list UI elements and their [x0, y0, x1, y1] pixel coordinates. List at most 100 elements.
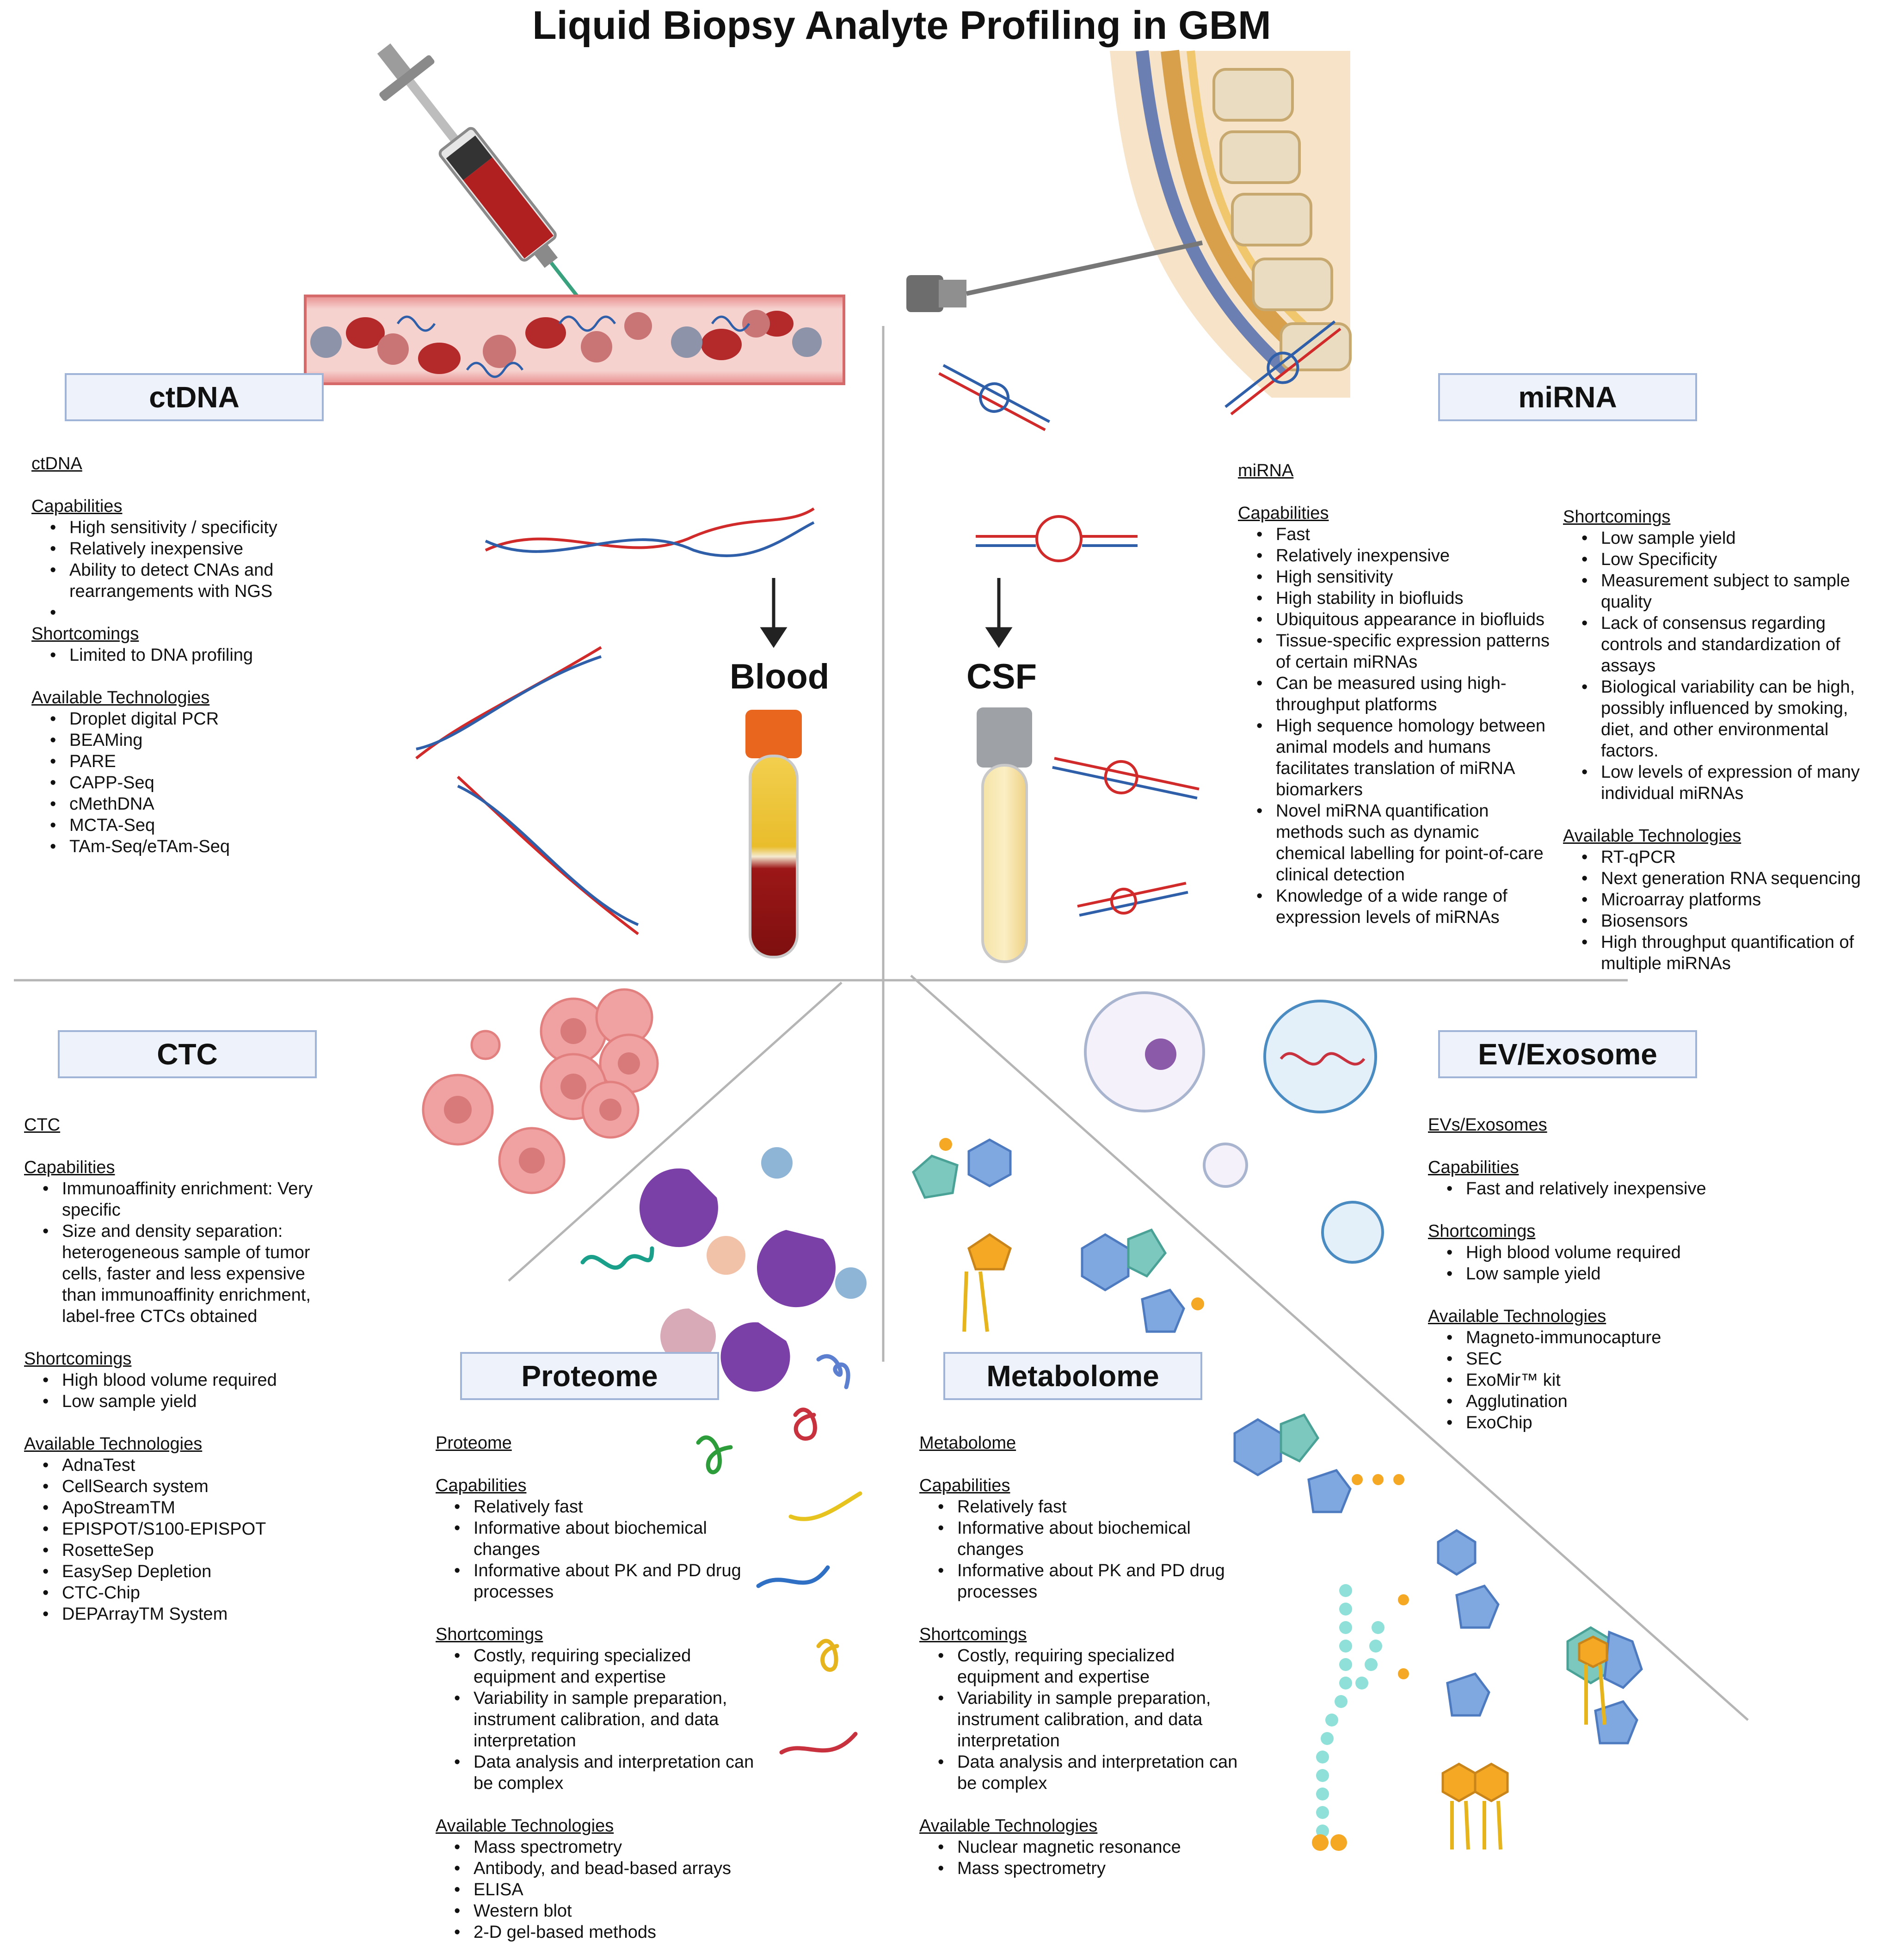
metabolome-panel: Metabolome Capabilities Relatively fast …: [919, 1432, 1243, 1879]
ctc-shortcomings-list: High blood volume required Low sample yi…: [24, 1370, 343, 1412]
list-item: Informative about PK and PD drug process…: [919, 1560, 1243, 1603]
list-item: CAPP-Seq: [31, 772, 309, 793]
list-item: Western blot: [436, 1900, 759, 1922]
proteome-capabilities-list: Relatively fast Informative about bioche…: [436, 1496, 759, 1603]
ctdna-capabilities-list: High sensitivity / specificity Relativel…: [31, 517, 309, 623]
metabolome-shortcomings-list: Costly, requiring specialized equipment …: [919, 1645, 1243, 1794]
ev-heading: EVs/Exosomes: [1428, 1115, 1547, 1135]
list-item: Low sample yield: [1563, 528, 1882, 549]
ev-shortcomings-heading: Shortcomings: [1428, 1222, 1536, 1241]
list-item: High sensitivity: [1238, 566, 1552, 588]
list-item: Costly, requiring specialized equipment …: [436, 1645, 759, 1688]
ctdna-label-box: ctDNA: [65, 373, 324, 421]
proteome-heading: Proteome: [436, 1433, 512, 1453]
list-item: Informative about biochemical changes: [919, 1518, 1243, 1560]
ctdna-shortcomings-list: Limited to DNA profiling: [31, 645, 309, 666]
spine-illustration: [1110, 49, 1352, 398]
list-item: ApoStreamTM: [24, 1497, 343, 1518]
ev-technologies-heading: Available Technologies: [1428, 1307, 1606, 1326]
list-item: Magneto-immunocapture: [1428, 1327, 1752, 1348]
list-item: High stability in biofluids: [1238, 588, 1552, 609]
list-item: Fast: [1238, 524, 1552, 545]
list-item: Mass spectrometry: [436, 1837, 759, 1858]
list-item: ExoMir™ kit: [1428, 1370, 1752, 1391]
list-item: High sensitivity / specificity: [31, 517, 309, 538]
metabolome-technologies-heading: Available Technologies: [919, 1816, 1098, 1836]
spinal-needle-icon: [906, 240, 1203, 312]
ctdna-capabilities-heading: Capabilities: [31, 497, 123, 516]
list-item: Data analysis and interpretation can be …: [919, 1751, 1243, 1794]
list-item: Antibody, and bead-based arrays: [436, 1858, 759, 1879]
ctdna-technologies-heading: Available Technologies: [31, 688, 210, 707]
list-item: Informative about biochemical changes: [436, 1518, 759, 1560]
ctdna-shortcomings-heading: Shortcomings: [31, 624, 139, 644]
list-item: Low sample yield: [1428, 1263, 1752, 1284]
ev-panel: EVs/Exosomes Capabilities Fast and relat…: [1428, 1114, 1752, 1433]
list-item: Droplet digital PCR: [31, 708, 309, 730]
list-item: ELISA: [436, 1879, 759, 1900]
metabolome-label-box: Metabolome: [943, 1352, 1202, 1400]
exosome-icons: [1084, 991, 1384, 1264]
mirna-capabilities-list: Fast Relatively inexpensive High sensiti…: [1238, 524, 1552, 928]
list-item: High blood volume required: [1428, 1242, 1752, 1263]
list-item: Low Specificity: [1563, 549, 1882, 570]
list-item: SEC: [1428, 1348, 1752, 1370]
proteome-label-box: Proteome: [460, 1352, 719, 1400]
mirna-label-box: miRNA: [1438, 373, 1697, 421]
list-item: Relatively fast: [919, 1496, 1243, 1518]
ctc-technologies-list: AdnaTest CellSearch system ApoStreamTM E…: [24, 1455, 343, 1625]
proteome-technologies-list: Mass spectrometry Antibody, and bead-bas…: [436, 1837, 759, 1943]
list-item: Can be measured using high-throughput pl…: [1238, 673, 1552, 715]
list-item: Novel miRNA quantification methods such …: [1238, 800, 1552, 885]
mirna-hairpin-icons: [938, 320, 1341, 917]
list-item: High throughput quantification of multip…: [1563, 932, 1882, 974]
blood-tube-icon: [745, 710, 802, 958]
dna-helix-icons: [415, 507, 815, 935]
ev-technologies-list: Magneto-immunocapture SEC ExoMir™ kit Ag…: [1428, 1327, 1752, 1433]
section-dividers: [14, 326, 1749, 1721]
list-item: DEPArrayTM System: [24, 1604, 343, 1625]
list-item: AdnaTest: [24, 1455, 343, 1476]
proteome-shortcomings-heading: Shortcomings: [436, 1625, 543, 1644]
ctc-shortcomings-heading: Shortcomings: [24, 1349, 132, 1369]
list-item: TAm-Seq/eTAm-Seq: [31, 836, 309, 857]
list-item: Costly, requiring specialized equipment …: [919, 1645, 1243, 1688]
list-item: Knowledge of a wide range of expression …: [1238, 885, 1552, 928]
list-item: Relatively fast: [436, 1496, 759, 1518]
list-item: Tissue-specific expression patterns of c…: [1238, 630, 1552, 673]
list-item: cMethDNA: [31, 793, 309, 815]
list-item: Lack of consensus regarding controls and…: [1563, 613, 1882, 676]
metabolome-shortcomings-heading: Shortcomings: [919, 1625, 1027, 1644]
metabolome-capabilities-list: Relatively fast Informative about bioche…: [919, 1496, 1243, 1603]
list-item: Agglutination: [1428, 1391, 1752, 1412]
list-item: CTC-Chip: [24, 1582, 343, 1604]
list-item: ExoChip: [1428, 1412, 1752, 1433]
proteome-panel: Proteome Capabilities Relatively fast In…: [436, 1432, 759, 1943]
mirna-shortcomings-list: Low sample yield Low Specificity Measure…: [1563, 528, 1882, 804]
ctc-label-box: CTC: [58, 1030, 317, 1078]
page-title: Liquid Biopsy Analyte Profiling in GBM: [532, 3, 1271, 48]
list-item: Biosensors: [1563, 910, 1882, 932]
list-item: Next generation RNA sequencing: [1563, 868, 1882, 889]
blood-sample-label: Blood: [730, 657, 830, 696]
ctc-panel: CTC Capabilities Immunoaffinity enrichme…: [24, 1114, 343, 1625]
list-item: PARE: [31, 751, 309, 772]
blood-vessel-illustration: [304, 295, 845, 385]
list-item: MCTA-Seq: [31, 815, 309, 836]
list-item: High blood volume required: [24, 1370, 343, 1391]
list-item: Measurement subject to sample quality: [1563, 570, 1882, 613]
list-item: RT-qPCR: [1563, 847, 1882, 868]
list-item: Informative about PK and PD drug process…: [436, 1560, 759, 1603]
list-item: Microarray platforms: [1563, 889, 1882, 910]
list-item: Relatively inexpensive: [31, 538, 309, 559]
metabolome-heading: Metabolome: [919, 1433, 1016, 1453]
list-item: Data analysis and interpretation can be …: [436, 1751, 759, 1794]
list-item: Relatively inexpensive: [1238, 545, 1552, 566]
list-item: CellSearch system: [24, 1476, 343, 1497]
list-item: High sequence homology between animal mo…: [1238, 715, 1552, 800]
list-item: Variability in sample preparation, instr…: [436, 1688, 759, 1751]
list-item: Fast and relatively inexpensive: [1428, 1178, 1752, 1199]
protein-icons: [580, 1147, 867, 1755]
ctc-capabilities-heading: Capabilities: [24, 1158, 115, 1177]
